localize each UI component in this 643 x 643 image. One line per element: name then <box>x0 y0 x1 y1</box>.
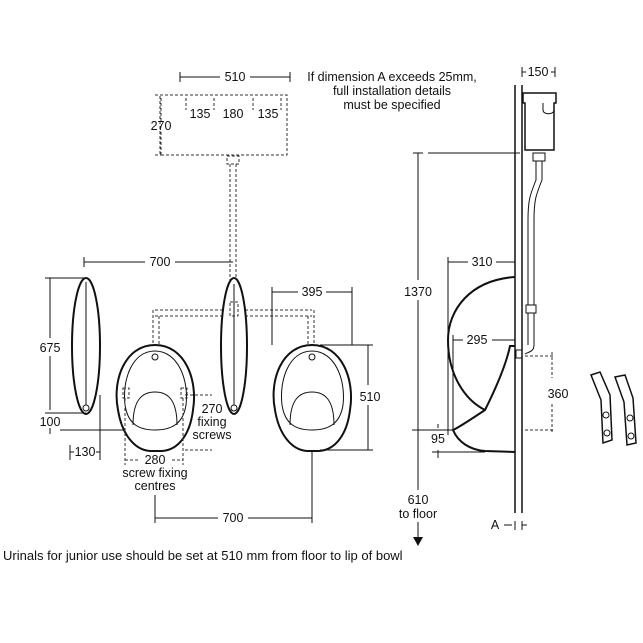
cistern-side <box>515 92 557 359</box>
dim-395: 395 <box>302 285 323 299</box>
wall <box>514 85 523 513</box>
cistern-front <box>155 94 288 282</box>
note-line-2: full installation details <box>333 84 451 98</box>
dim-1370: 1370 <box>404 285 432 299</box>
dim-100: 100 <box>40 415 61 429</box>
dim-cistern-width: 510 <box>179 70 291 84</box>
dim-a: A <box>491 518 500 532</box>
dim-700-bottom: 700 <box>223 511 244 525</box>
dim-135-left: 135 <box>190 107 211 121</box>
arrow-down-icon <box>413 537 423 546</box>
wall-brackets <box>590 371 637 446</box>
urinal-front-right <box>272 343 352 452</box>
dim-280: 280 <box>145 453 166 467</box>
label-screw-fixing: screw fixing <box>122 466 187 480</box>
dim-310: 310 <box>472 255 493 269</box>
urinal-front-left <box>115 343 195 452</box>
note-line-1: If dimension A exceeds 25mm, <box>307 70 477 84</box>
dim-270-cistern: 270 <box>151 119 172 133</box>
dim-180: 180 <box>223 107 244 121</box>
note-line-3: must be specified <box>343 98 440 112</box>
label-centres: centres <box>135 479 176 493</box>
dim-700-top: 700 <box>150 255 171 269</box>
dim-510-bowl: 510 <box>360 390 381 404</box>
dim-510: 510 <box>225 70 246 84</box>
urinal-side-section <box>446 276 516 453</box>
dim-610: 610 <box>408 493 429 507</box>
dim-135-right: 135 <box>258 107 279 121</box>
dim-150: 150 <box>528 65 549 79</box>
dim-270-screws: 270 <box>202 402 223 416</box>
dim-130: 130 <box>75 445 96 459</box>
urinal-side-profile <box>71 277 101 415</box>
footer-note: Urinals for junior use should be set at … <box>3 548 403 563</box>
label-to-floor: to floor <box>399 507 437 521</box>
dim-675: 675 <box>40 341 61 355</box>
dim-360: 360 <box>548 387 569 401</box>
dim-295: 295 <box>467 333 488 347</box>
dim-95: 95 <box>431 432 445 446</box>
label-screws: screws <box>193 428 232 442</box>
label-fixing: fixing <box>197 415 226 429</box>
urinal-side-profile-center <box>220 277 248 415</box>
